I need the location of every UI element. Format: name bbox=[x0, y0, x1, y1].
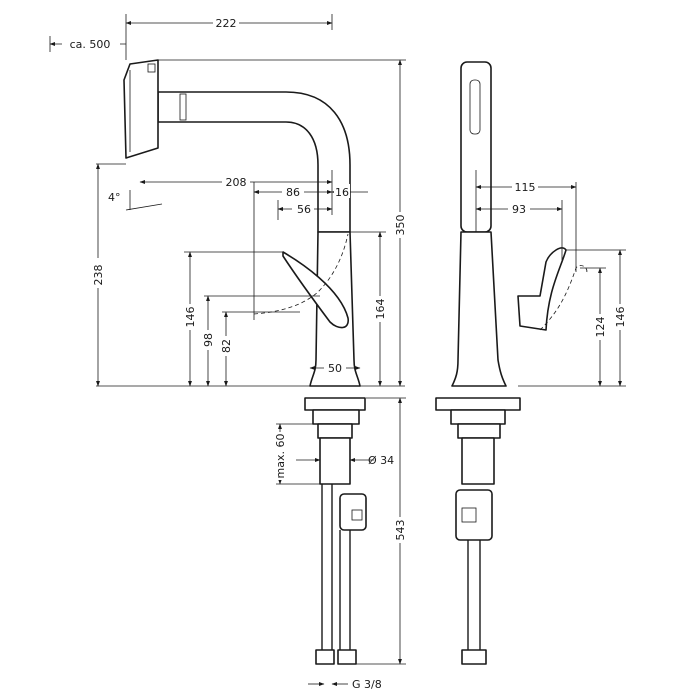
side-view bbox=[435, 61, 588, 665]
spray-head bbox=[123, 59, 159, 159]
dim-115: 115 bbox=[515, 181, 536, 194]
dim-pull-out: ca. 500 bbox=[70, 38, 111, 51]
dim-93: 93 bbox=[512, 203, 526, 216]
head-collar bbox=[179, 93, 187, 121]
spout-arch bbox=[157, 91, 351, 233]
shank bbox=[319, 437, 351, 485]
side-base-nut bbox=[450, 409, 506, 425]
spray-button bbox=[147, 63, 156, 73]
dim-238: 238 bbox=[92, 265, 105, 286]
side-spray-slot bbox=[469, 79, 481, 135]
dim-222: 222 bbox=[216, 17, 237, 30]
check-valve-box bbox=[339, 493, 367, 531]
lever-alt-position bbox=[253, 233, 349, 315]
dimension-labels: 222 ca. 500 208 86 56 16 4° 238 146 98 8… bbox=[62, 15, 628, 691]
dim-dia34: Ø 34 bbox=[368, 454, 394, 467]
dim-146-right: 146 bbox=[614, 307, 627, 328]
dim-16: 16 bbox=[335, 186, 349, 199]
mount-ring bbox=[317, 423, 353, 439]
side-body bbox=[451, 231, 507, 387]
dim-146-left: 146 bbox=[184, 307, 197, 328]
dim-208: 208 bbox=[226, 176, 247, 189]
dim-86: 86 bbox=[286, 186, 300, 199]
front-view bbox=[123, 59, 367, 665]
side-lever bbox=[517, 247, 567, 331]
check-valve-inner bbox=[351, 509, 363, 521]
dim-98: 98 bbox=[202, 333, 215, 347]
side-hose-nut bbox=[461, 649, 487, 665]
side-check-box bbox=[455, 489, 493, 541]
dim-350: 350 bbox=[394, 215, 407, 236]
base-nut bbox=[312, 409, 360, 425]
hose-nut-right bbox=[337, 649, 357, 665]
dim-124: 124 bbox=[594, 317, 607, 338]
dim-164: 164 bbox=[374, 299, 387, 320]
dim-max60: max. 60 bbox=[274, 434, 287, 479]
dim-50: 50 bbox=[328, 362, 342, 375]
side-check-inner bbox=[461, 507, 477, 523]
dim-thread: G 3/8 bbox=[352, 678, 382, 691]
hose-nut-left bbox=[315, 649, 335, 665]
base-plate bbox=[304, 397, 366, 411]
dim-56: 56 bbox=[297, 203, 311, 216]
dim-543: 543 bbox=[394, 520, 407, 541]
side-base-plate bbox=[435, 397, 521, 411]
lever-handle bbox=[282, 251, 349, 329]
side-shank bbox=[461, 437, 495, 485]
dim-82: 82 bbox=[220, 339, 233, 353]
dim-angle: 4° bbox=[108, 191, 121, 204]
side-ring bbox=[457, 423, 501, 439]
